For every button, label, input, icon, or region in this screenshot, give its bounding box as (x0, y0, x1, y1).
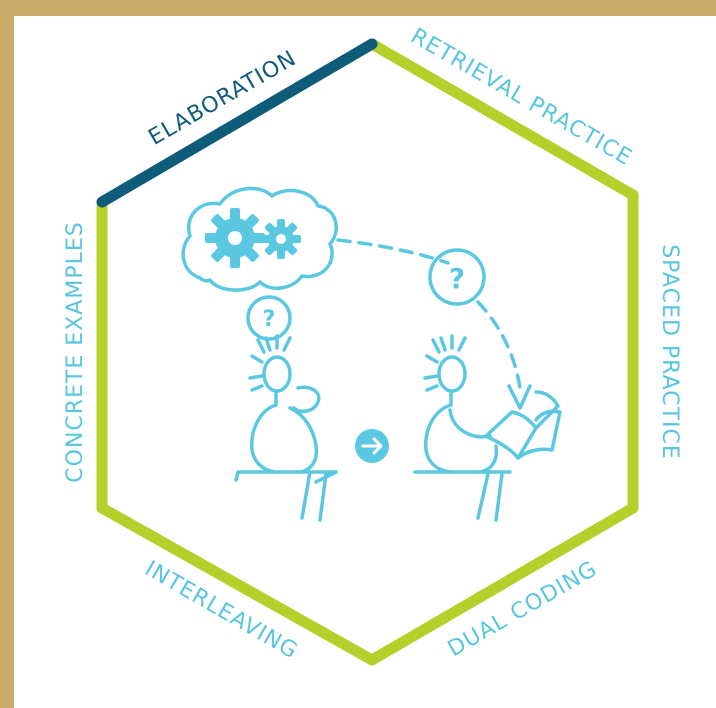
arrow-right-icon (355, 429, 389, 463)
content-panel (14, 16, 716, 708)
label-concrete-examples[interactable]: CONCRETE EXAMPLES (63, 221, 88, 482)
question-mark-small: ? (263, 307, 276, 332)
arrowhead-icon (507, 384, 532, 410)
hexagon-edge-dual (366, 502, 639, 666)
question-mark-large: ? (449, 262, 465, 295)
question-bubble-icon (428, 248, 486, 306)
dashed-arrow-path-lower (476, 300, 522, 390)
reading-person-icon (413, 334, 512, 522)
hexagon-edge-elaboration (96, 38, 378, 208)
thinking-person-icon (234, 334, 338, 522)
label-retrieval-practice[interactable]: RETRIEVAL PRACTICE (406, 24, 636, 171)
gear-icon (205, 208, 301, 268)
hexagon-edge-interleaving (96, 502, 378, 666)
question-bubble-icon (246, 295, 292, 341)
dashed-arrow-path (336, 238, 450, 265)
hexagon-edge-retrieval (366, 38, 639, 201)
thought-bubble-icon (181, 186, 338, 292)
label-spaced-practice[interactable]: SPACED PRACTICE (657, 244, 682, 460)
open-book-icon (484, 390, 562, 460)
